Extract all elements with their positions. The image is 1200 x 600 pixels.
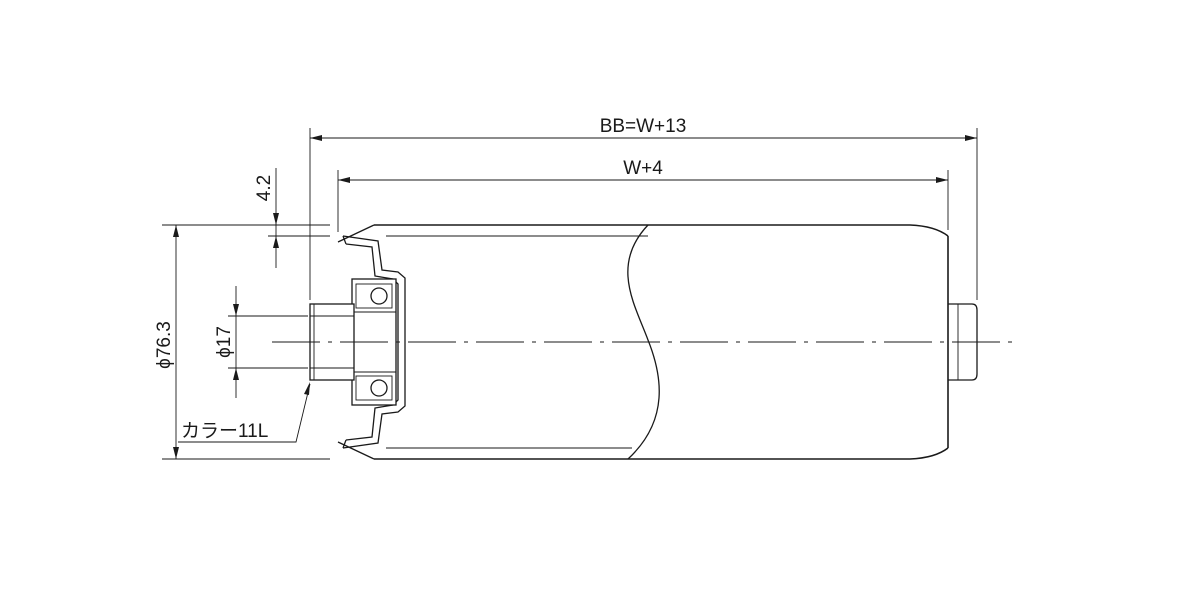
dim-wall-offset: 4.2 [254, 168, 279, 268]
collar-callout: カラー11L [178, 382, 311, 443]
dim-wall-offset-label: 4.2 [254, 175, 275, 201]
dim-shaft-diameter: ϕ17 [214, 286, 239, 398]
dim-roller-diameter-label: ϕ76.3 [154, 321, 175, 369]
dim-tube-length-label: W+4 [623, 158, 663, 179]
break-line [627, 224, 660, 460]
extension-lines [162, 128, 978, 460]
dim-overall-length: BB=W+13 [310, 116, 977, 141]
dim-shaft-diameter-label: ϕ17 [214, 326, 235, 358]
dim-tube-length: W+4 [338, 158, 948, 183]
bearing-ball-bottom [370, 379, 388, 397]
roller-tube [337, 224, 949, 460]
bearing-ball-top [370, 287, 388, 305]
collar-callout-label: カラー11L [181, 421, 268, 442]
dim-roller-diameter: ϕ76.3 [154, 225, 179, 459]
dim-overall-length-label: BB=W+13 [600, 116, 687, 137]
